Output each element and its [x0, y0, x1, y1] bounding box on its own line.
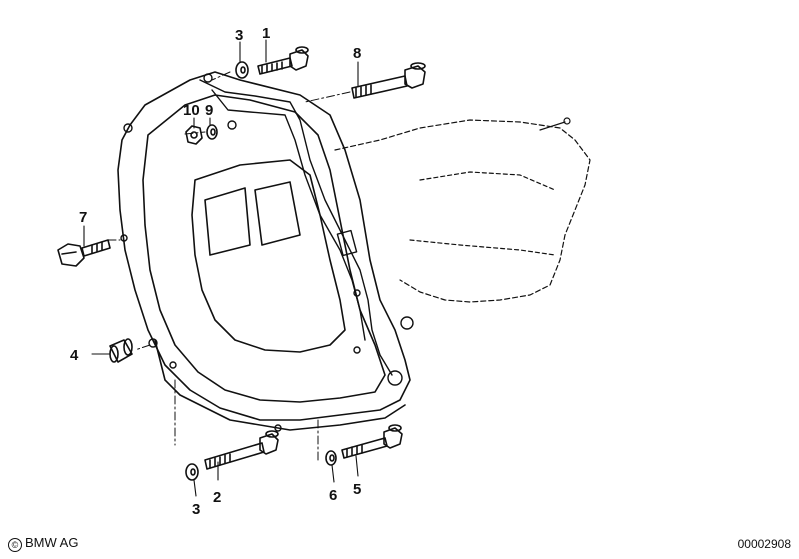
part-nut-10 — [185, 125, 203, 145]
part-washer-6 — [325, 450, 337, 466]
callout-3-bottom: 3 — [192, 501, 200, 518]
part-washer-3-bottom — [185, 463, 199, 481]
callout-10: 10 — [183, 102, 200, 119]
part-bolt-8 — [351, 62, 426, 99]
part-washer-3-top — [235, 61, 249, 79]
mounting-holes — [120, 73, 414, 432]
part-bolt-1 — [257, 46, 309, 75]
copyright-notice: ©BMW AG — [8, 535, 78, 552]
part-bolt-2 — [204, 430, 279, 470]
gearbox-body — [334, 117, 591, 303]
brand-name: BMW AG — [25, 535, 79, 550]
callout-3-top: 3 — [235, 27, 243, 44]
diagram-number: 00002908 — [737, 537, 791, 551]
part-bolt-7 — [57, 239, 111, 267]
callout-4: 4 — [70, 347, 79, 364]
callout-8: 8 — [353, 45, 361, 62]
bell-housing — [117, 71, 411, 431]
callout-5: 5 — [353, 481, 361, 498]
cover-plate-gasket — [199, 79, 393, 376]
copyright-icon: © — [8, 538, 22, 552]
part-bushing-4 — [109, 338, 133, 363]
callout-1: 1 — [262, 25, 270, 42]
part-bolt-5 — [341, 424, 403, 459]
callout-labels: 1 2 3 3 4 5 6 7 8 9 10 — [70, 25, 361, 518]
callout-2: 2 — [213, 489, 221, 506]
callout-pointers — [83, 39, 359, 497]
callout-6: 6 — [329, 487, 337, 504]
callout-7: 7 — [79, 209, 87, 226]
callout-9: 9 — [205, 102, 213, 119]
part-washer-9 — [206, 124, 218, 140]
